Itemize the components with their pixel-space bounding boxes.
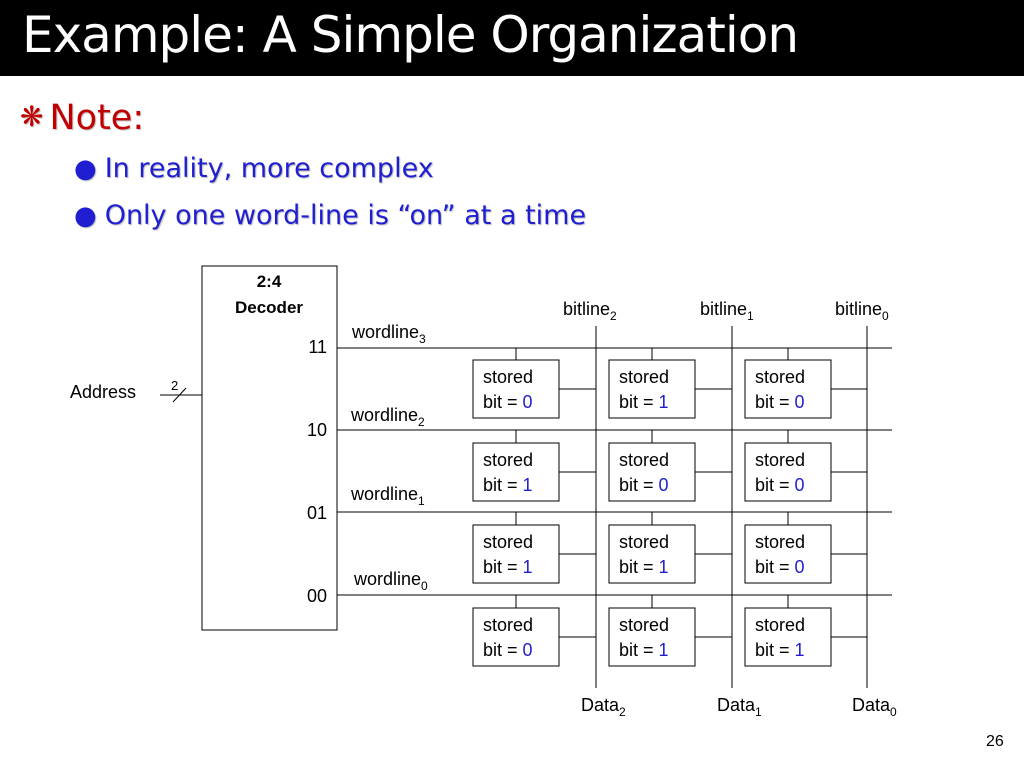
decoder-title-line1: 2:4 bbox=[257, 272, 282, 291]
decoder-title-line2: Decoder bbox=[235, 298, 303, 317]
cell-bit-text: bit = 0 bbox=[755, 392, 805, 412]
cell-label: stored bbox=[619, 615, 669, 635]
wordline-label-3: wordline3 bbox=[351, 322, 426, 346]
memory-cell bbox=[608, 607, 696, 667]
cell-label: stored bbox=[755, 615, 805, 635]
wordline-label-0: wordline0 bbox=[353, 569, 428, 593]
data-output-label-2: Data2 bbox=[581, 695, 626, 719]
bitline-label-0: bitline0 bbox=[835, 299, 889, 323]
memory-cell bbox=[472, 442, 560, 502]
dot-bullet-icon: ● bbox=[74, 154, 97, 184]
cell-bit-text: bit = 1 bbox=[755, 640, 805, 660]
cell-bit-text: bit = 1 bbox=[483, 475, 533, 495]
memory-cell bbox=[472, 607, 560, 667]
bitline-label-1: bitline1 bbox=[700, 299, 754, 323]
memory-cell bbox=[608, 442, 696, 502]
cell-bit-text: bit = 1 bbox=[619, 640, 669, 660]
cell-label: stored bbox=[483, 450, 533, 470]
title-bar: Example: A Simple Organization bbox=[0, 0, 1024, 76]
bus-width-slash bbox=[172, 387, 187, 403]
cell-bit-text: bit = 0 bbox=[483, 640, 533, 660]
decoder-output-10: 10 bbox=[307, 420, 327, 440]
wordline-label-1: wordline1 bbox=[350, 484, 425, 508]
decoder-box bbox=[201, 265, 338, 631]
note-bullet: ❋Note: bbox=[20, 98, 144, 138]
cell-bit-text: bit = 0 bbox=[483, 392, 533, 412]
address-bus-width: 2 bbox=[171, 378, 178, 393]
memory-cell bbox=[472, 524, 560, 584]
cell-bit-text: bit = 1 bbox=[483, 557, 533, 577]
decoder-output-00: 00 bbox=[307, 586, 327, 606]
cell-bit-text: bit = 0 bbox=[755, 475, 805, 495]
cell-bit-text: bit = 1 bbox=[619, 557, 669, 577]
dot-bullet-icon: ● bbox=[74, 201, 97, 231]
cell-label: stored bbox=[619, 532, 669, 552]
data-output-label-1: Data1 bbox=[717, 695, 762, 719]
cell-bit-text: bit = 0 bbox=[619, 475, 669, 495]
memory-cell bbox=[608, 359, 696, 419]
note-heading: Note: bbox=[49, 98, 145, 138]
memory-cell bbox=[608, 524, 696, 584]
bullet-text: Only one word-line is “on” at a time bbox=[104, 200, 587, 231]
bitline-label-2: bitline2 bbox=[563, 299, 617, 323]
page-number: 26 bbox=[986, 733, 1004, 750]
decoder-output-11: 11 bbox=[308, 337, 327, 357]
memory-cell bbox=[744, 359, 832, 419]
slide-title: Example: A Simple Organization bbox=[22, 6, 799, 64]
bullet-text: In reality, more complex bbox=[104, 153, 434, 184]
data-output-label-0: Data0 bbox=[852, 695, 897, 719]
decoder-output-01: 01 bbox=[307, 503, 327, 523]
asterisk-bullet-icon: ❋ bbox=[20, 100, 44, 133]
address-label: Address bbox=[70, 382, 136, 402]
cell-label: stored bbox=[483, 532, 533, 552]
cell-label: stored bbox=[755, 450, 805, 470]
cell-label: stored bbox=[483, 615, 533, 635]
bullet-item: ●In reality, more complex bbox=[74, 153, 434, 184]
memory-cell bbox=[744, 442, 832, 502]
cell-label: stored bbox=[619, 450, 669, 470]
cell-label: stored bbox=[755, 532, 805, 552]
cell-label: stored bbox=[619, 367, 669, 387]
cell-label: stored bbox=[483, 367, 533, 387]
cell-label: stored bbox=[755, 367, 805, 387]
cell-bit-text: bit = 1 bbox=[619, 392, 669, 412]
cell-bit-text: bit = 0 bbox=[755, 557, 805, 577]
bullet-item: ●Only one word-line is “on” at a time bbox=[74, 200, 586, 231]
wordline-label-2: wordline2 bbox=[350, 405, 425, 429]
